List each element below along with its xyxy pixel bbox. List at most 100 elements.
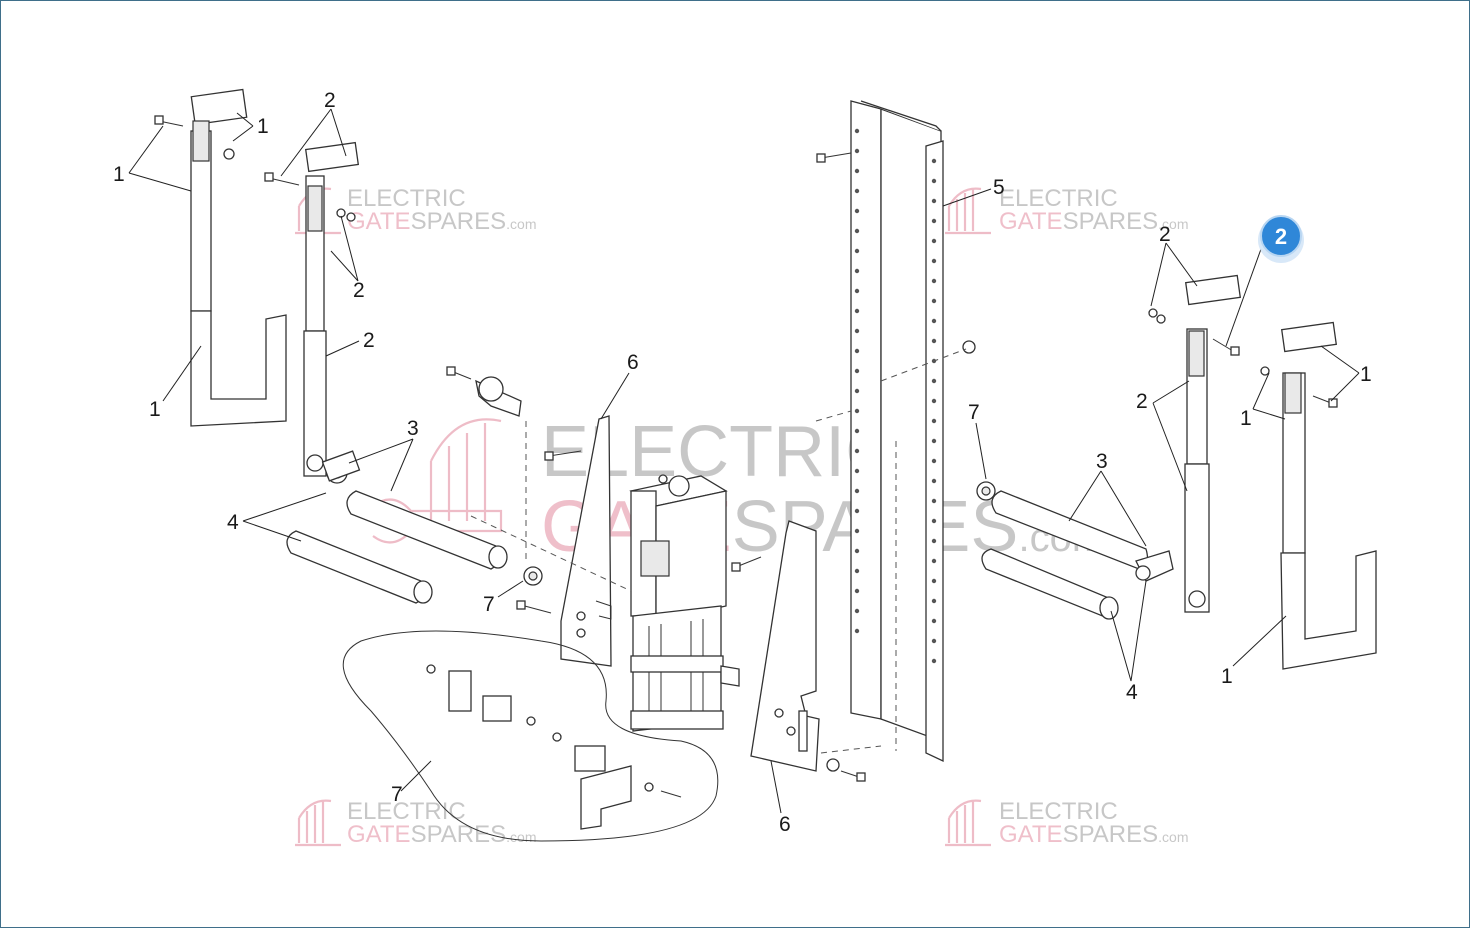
sliding-bracket-left [264,141,360,477]
callout-2: 2 [324,89,336,112]
column-hole [854,568,860,574]
column-hole [854,368,860,374]
watermark-spares: SPARES [411,208,507,235]
column-hole [931,378,937,384]
tube-pins-left [286,450,508,604]
callout-7: 7 [483,593,495,616]
svg-text:GATESPARES.com: GATESPARES.com [999,208,1189,235]
svg-text:ELECTRIC: ELECTRIC [347,798,466,825]
sliding-bracket-right [1148,274,1242,613]
watermark-suffix: .com [506,216,536,232]
column-hole [854,148,860,154]
actuator-unit [629,474,740,732]
column-hole [854,348,860,354]
column-hole [854,248,860,254]
callout-2: 2 [1136,390,1148,413]
column-hole [854,608,860,614]
column-hole [931,178,937,184]
column-hole [854,428,860,434]
callout-7: 7 [968,401,980,424]
column-hole [854,588,860,594]
watermark-line1: ELECTRIC [999,185,1118,212]
column-hole [931,618,937,624]
svg-text:GATESPARES.com: GATESPARES.com [347,208,537,235]
column-hole [931,638,937,644]
mounting-plate-left [560,415,612,667]
column-hole [931,318,937,324]
svg-text:ELECTRIC: ELECTRIC [999,798,1118,825]
svg-text:GATESPARES.com: GATESPARES.com [999,821,1189,848]
column-hole [854,228,860,234]
callout-2: 2 [353,279,365,302]
part-number-badge[interactable]: 2 [1258,215,1304,263]
watermark-bottom-right: ELECTRIC GATESPARES.com [945,798,1189,848]
column-hole [931,478,937,484]
column-hole [854,128,860,134]
column-holes [854,128,937,664]
tube-pins-right [976,481,1174,620]
callout-1: 1 [257,115,269,138]
column-hole [931,518,937,524]
column-hole [931,398,937,404]
svg-text:GATESPARES.com: GATESPARES.com [347,821,537,848]
watermark-top-left: ELECTRIC GATESPARES.com [295,185,537,235]
callout-2: 2 [1159,223,1171,246]
badge-number: 2 [1275,224,1287,249]
callout-labels: 1 1 1 2 2 2 3 4 6 7 7 5 7 3 4 6 2 2 1 1 … [113,89,1372,836]
callout-1: 1 [113,163,125,186]
watermark-line1: ELECTRIC [347,185,466,212]
column-hole [854,488,860,494]
column-hole [931,578,937,584]
support-column [850,100,944,763]
callout-1: 1 [1240,407,1252,430]
column-hole [854,508,860,514]
column-hole [854,328,860,334]
column-hole [931,338,937,344]
callout-5: 5 [993,176,1005,199]
column-bolts [816,152,976,354]
column-hole [931,538,937,544]
mounting-plate-right [750,520,820,772]
callout-3: 3 [1096,450,1108,473]
column-hole [931,218,937,224]
bolts-left-top [154,115,235,160]
item7-parts-group [342,630,719,842]
callout-2: 2 [363,329,375,352]
column-hole [854,388,860,394]
column-hole [854,308,860,314]
column-hole [854,528,860,534]
callout-6: 6 [779,813,791,836]
callout-4: 4 [1126,681,1138,704]
watermark-bottom-left: ELECTRIC GATESPARES.com [295,798,537,848]
column-hole [854,468,860,474]
column-hole [854,208,860,214]
assembly-guides [470,348,967,754]
column-hole [854,288,860,294]
center-bolts [516,450,866,782]
column-hole [854,448,860,454]
column-hole [931,598,937,604]
callout-3: 3 [407,417,419,440]
callout-1: 1 [1360,363,1372,386]
column-hole [931,238,937,244]
column-hole [854,548,860,554]
column-hole [931,198,937,204]
column-hole [931,438,937,444]
column-hole [931,418,937,424]
column-hole [931,158,937,164]
column-hole [854,268,860,274]
long-j-bracket-left [190,88,287,427]
column-hole [854,628,860,634]
column-hole [931,658,937,664]
column-hole [854,408,860,414]
leader-lines [128,108,1360,814]
column-hole [931,298,937,304]
callout-4: 4 [227,511,239,534]
watermark-top-right: ELECTRIC GATESPARES.com [945,185,1189,235]
clevis-pin [446,366,522,417]
callout-1: 1 [1221,665,1233,688]
column-hole [854,188,860,194]
column-hole [931,558,937,564]
watermark-gate: GATE [347,208,411,235]
